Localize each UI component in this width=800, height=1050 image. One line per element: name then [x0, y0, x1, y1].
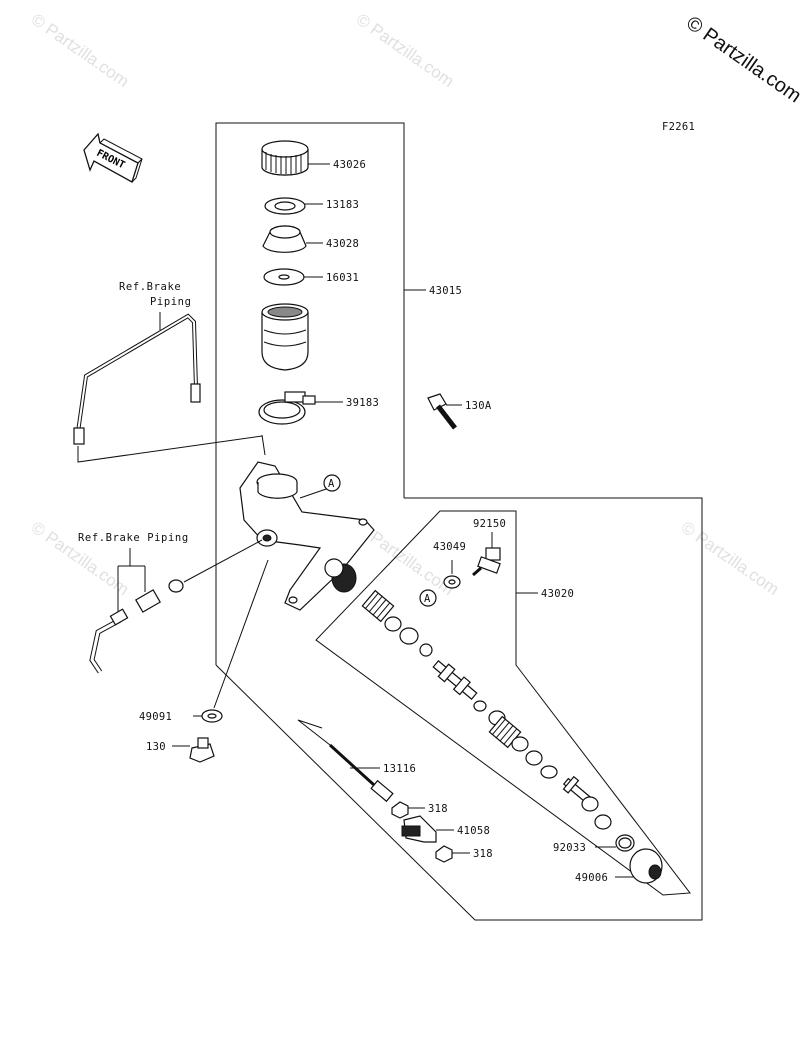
- watermark-3: © Partzilla.com: [28, 518, 133, 599]
- plug-bolt-130-part: [172, 737, 215, 763]
- label-130A: 130A: [465, 400, 492, 412]
- label-92033: 92033: [553, 842, 586, 854]
- brake-pipe-left-part: [89, 539, 263, 674]
- bolt-130A-part: [427, 393, 462, 430]
- label-49091: 49091: [139, 711, 172, 723]
- boot-49006-part: [615, 848, 663, 884]
- label-43028: 43028: [326, 238, 359, 250]
- washer-16031-part: [263, 268, 323, 286]
- label-49006: 49006: [575, 872, 608, 884]
- reference-a-upper: A: [323, 474, 341, 492]
- watermark-1: © Partzilla.com: [28, 10, 133, 91]
- copyright-text: © Partzilla.com: [682, 12, 800, 107]
- label-130: 130: [146, 741, 166, 753]
- group-bracket-43015: [215, 122, 426, 665]
- brake-piping-top-line1: Ref.Brake: [119, 281, 181, 293]
- label-13183: 13183: [326, 199, 359, 211]
- circlip-92033-part: [595, 834, 635, 852]
- master-cylinder-part: [239, 434, 375, 611]
- label-16031: 16031: [326, 272, 359, 284]
- reference-a-upper-label: A: [328, 478, 335, 490]
- bolt-92150-part: [472, 532, 501, 577]
- label-92150: 92150: [473, 518, 506, 530]
- label-13116: 13116: [383, 763, 416, 775]
- watermark-2: © Partzilla.com: [353, 10, 458, 91]
- reservoir-cap-part: [261, 140, 330, 176]
- diaphragm-plate-part: [264, 197, 323, 215]
- brake-pipe-top-part: [73, 312, 263, 463]
- washer-49091-part: [193, 559, 269, 723]
- reference-a-lower-label: A: [424, 593, 431, 605]
- washer-43049-part: [443, 560, 461, 589]
- nut-318-lower-part: [435, 845, 470, 863]
- nut-318-upper-part: [391, 801, 425, 819]
- clevis-41058-part: [401, 815, 454, 843]
- label-43015: 43015: [429, 285, 462, 297]
- part-labels: 43026 13183 43028 16031 43015 39183 130A…: [139, 159, 608, 884]
- label-41058: 41058: [457, 825, 490, 837]
- watermark-5: © Partzilla.com: [678, 518, 783, 599]
- watermarks: © Partzilla.com © Partzilla.com © Partzi…: [28, 10, 783, 599]
- label-318-upper: 318: [428, 803, 448, 815]
- diaphragm-part: [262, 225, 323, 253]
- reservoir-body-part: [261, 303, 309, 371]
- label-43026: 43026: [333, 159, 366, 171]
- label-43049: 43049: [433, 541, 466, 553]
- label-43020: 43020: [541, 588, 574, 600]
- brake-piping-top-line2: Piping: [150, 296, 192, 308]
- label-39183: 39183: [346, 397, 379, 409]
- brake-piping-left-label: Ref.Brake Piping: [78, 532, 189, 544]
- pushrod-part: [297, 719, 394, 803]
- figure-code: F2261: [662, 121, 695, 133]
- front-arrow-icon: FRONT: [83, 132, 143, 183]
- hose-clamp-part: [258, 391, 343, 425]
- group-bracket-43020: [215, 497, 703, 921]
- label-318-lower: 318: [473, 848, 493, 860]
- reference-a-lower: A: [419, 589, 437, 607]
- piston-assembly-part: [361, 589, 612, 830]
